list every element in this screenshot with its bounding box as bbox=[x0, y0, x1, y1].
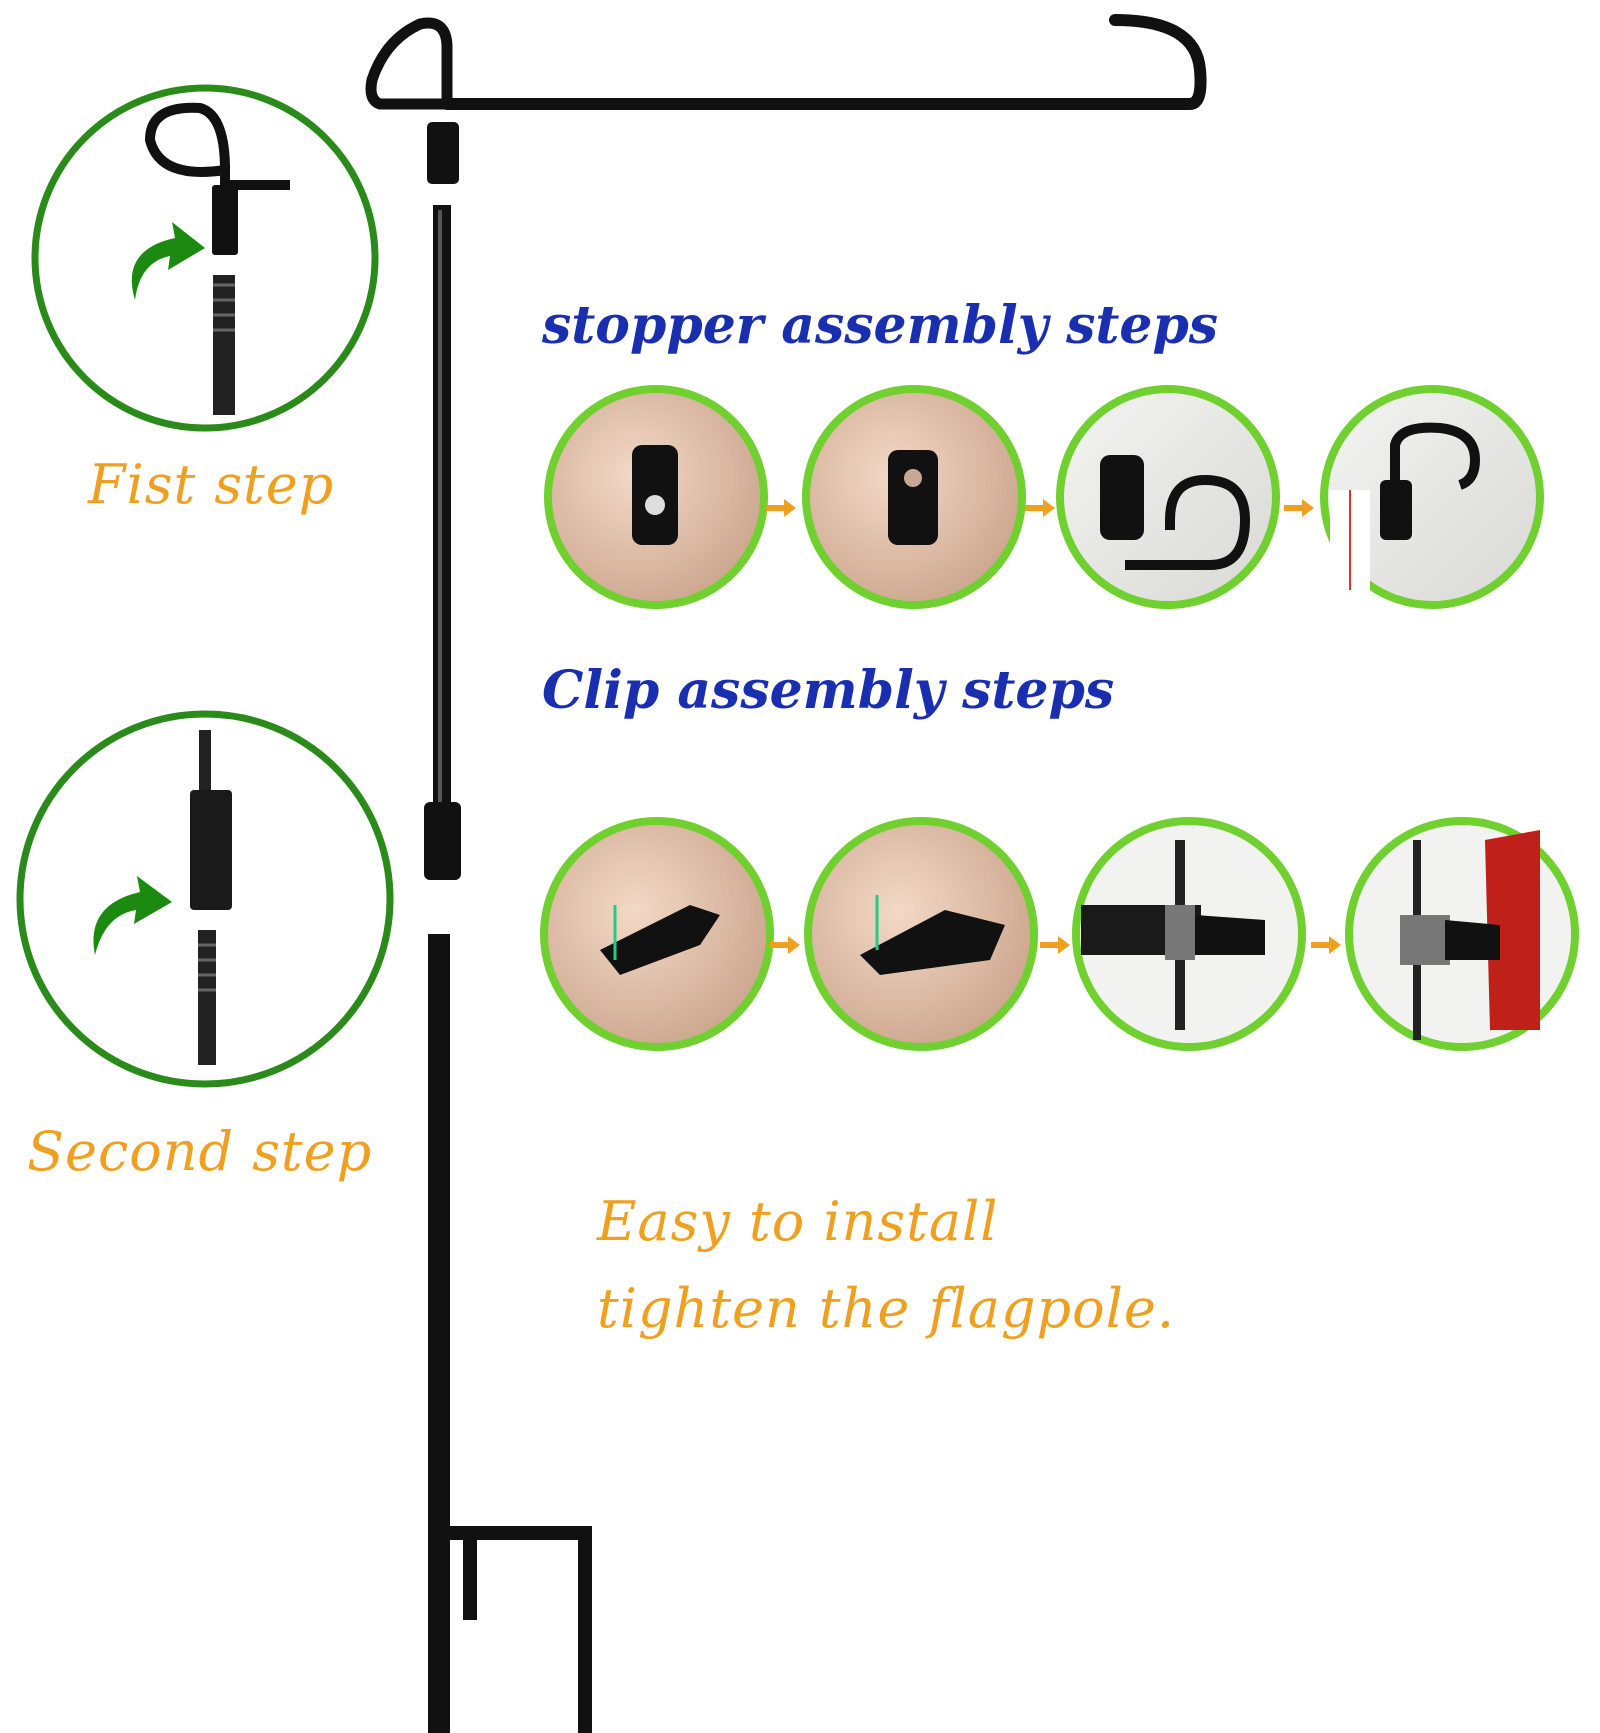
second-step-label: Second step bbox=[27, 1120, 373, 1183]
arrow-right-icon bbox=[1284, 499, 1314, 517]
ground-stake bbox=[450, 1526, 592, 1733]
clip-heading: Clip assembly steps bbox=[542, 660, 1115, 721]
step-circle-1 bbox=[31, 84, 379, 432]
arrow-right-icon bbox=[1040, 936, 1070, 954]
stopper-photo-2 bbox=[802, 385, 1026, 609]
caption-line-2: tighten the flagpole. bbox=[597, 1277, 1176, 1340]
stopper-photo-3 bbox=[1056, 385, 1280, 609]
curved-arrow-icon bbox=[131, 222, 205, 300]
clip-photo-2 bbox=[804, 817, 1038, 1051]
clip-photo-1 bbox=[540, 817, 774, 1051]
stopper-arrows bbox=[766, 499, 1314, 517]
curved-arrow-icon bbox=[93, 876, 172, 955]
middle-connector bbox=[424, 802, 461, 880]
caption-line-1: Easy to install bbox=[597, 1190, 999, 1253]
arrow-right-icon bbox=[770, 936, 800, 954]
clip-photo-3 bbox=[1072, 817, 1306, 1051]
step-circle-2 bbox=[16, 710, 394, 1088]
clip-photo-4 bbox=[1345, 817, 1579, 1051]
arrow-right-icon bbox=[1025, 499, 1055, 517]
stopper-photo-4 bbox=[1320, 385, 1544, 609]
first-step-label: Fist step bbox=[88, 453, 335, 516]
stopper-photo-1 bbox=[544, 385, 768, 609]
stopper-photo-row bbox=[544, 385, 1544, 609]
lower-pole bbox=[428, 934, 450, 1733]
clip-arrows bbox=[770, 936, 1341, 954]
clip-photo-row bbox=[540, 817, 1579, 1051]
arrow-right-icon bbox=[1311, 936, 1341, 954]
top-connector bbox=[427, 122, 459, 184]
stopper-heading: stopper assembly steps bbox=[542, 295, 1219, 356]
top-arm bbox=[365, 14, 1207, 110]
arrow-right-icon bbox=[766, 499, 796, 517]
